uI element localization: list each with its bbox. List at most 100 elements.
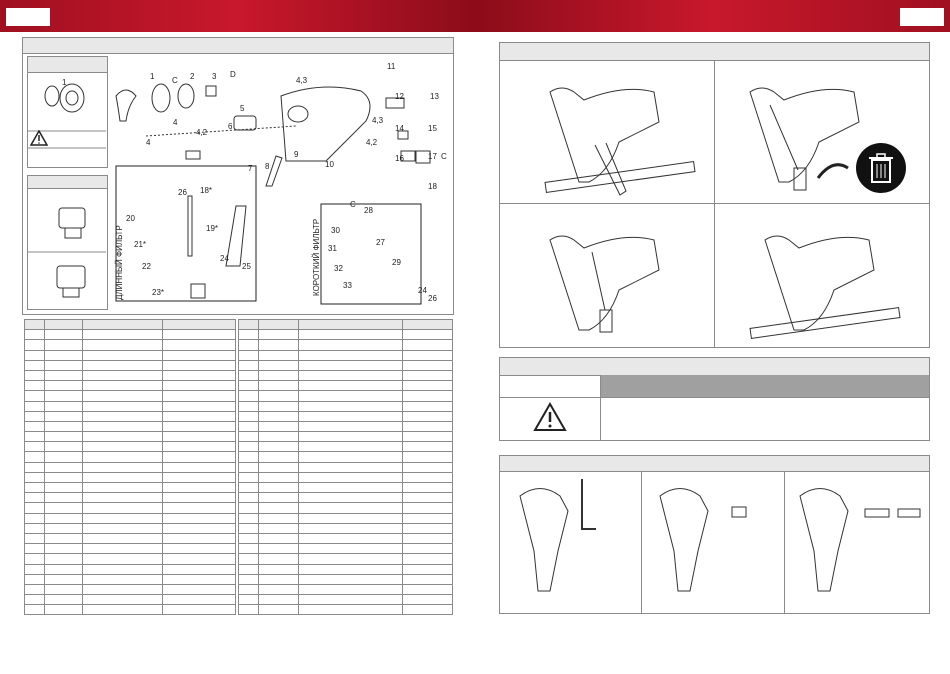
callout: D bbox=[230, 70, 236, 79]
callout: 3 bbox=[212, 72, 217, 81]
procedure-drawings bbox=[544, 87, 901, 339]
callout: 25 bbox=[242, 262, 251, 271]
table-row bbox=[238, 318, 453, 331]
table-row bbox=[238, 431, 453, 443]
table-row bbox=[238, 380, 453, 392]
table-row bbox=[238, 369, 453, 382]
table-row bbox=[238, 461, 453, 473]
disassembly-drawings bbox=[519, 479, 921, 592]
callout: 33 bbox=[343, 281, 352, 290]
callout: 12 bbox=[395, 92, 404, 101]
table-row bbox=[238, 543, 453, 555]
callout: 21* bbox=[134, 240, 147, 249]
callout: 13 bbox=[430, 92, 439, 101]
callout: 4 bbox=[146, 138, 151, 147]
table-row bbox=[24, 349, 236, 361]
table-row bbox=[24, 420, 236, 433]
table-row bbox=[24, 369, 236, 382]
table-row bbox=[24, 451, 236, 463]
long-filter-label: ДЛИННЫЙ ФИЛЬТР bbox=[115, 225, 124, 300]
table-row bbox=[24, 594, 236, 606]
callout: 17 bbox=[428, 152, 437, 161]
banner-tab-left bbox=[6, 8, 50, 26]
warning-icon bbox=[533, 402, 567, 431]
parts-table-left bbox=[24, 318, 236, 616]
cap-detail-drawing bbox=[27, 83, 106, 149]
callout: 26 bbox=[428, 294, 437, 303]
table-row bbox=[24, 471, 236, 484]
table-row bbox=[238, 594, 453, 606]
callout: 24 bbox=[220, 254, 229, 263]
callout: 19* bbox=[206, 224, 219, 233]
table-row bbox=[238, 583, 453, 596]
table-row bbox=[24, 431, 236, 443]
top-banner bbox=[0, 0, 950, 32]
table-row bbox=[24, 380, 236, 392]
callout: 14 bbox=[395, 124, 404, 133]
table-row bbox=[238, 451, 453, 463]
callout: 10 bbox=[325, 160, 334, 169]
table-row bbox=[24, 563, 236, 575]
table-row bbox=[24, 461, 236, 473]
table-row bbox=[24, 492, 236, 504]
callout: 20 bbox=[126, 214, 135, 223]
table-row bbox=[24, 532, 236, 545]
table-row bbox=[24, 400, 236, 412]
table-row bbox=[24, 522, 236, 534]
callout: 4,3 bbox=[296, 76, 308, 85]
table-row bbox=[238, 329, 453, 341]
callout: 18* bbox=[200, 186, 213, 195]
callout: 27 bbox=[376, 238, 385, 247]
table-row bbox=[24, 339, 236, 351]
arrow-icon bbox=[816, 163, 849, 179]
table-row bbox=[238, 553, 453, 565]
callout: 22 bbox=[142, 262, 151, 271]
exploded-diagram bbox=[115, 83, 431, 305]
table-row bbox=[24, 543, 236, 555]
procedure-panel-2 bbox=[499, 455, 930, 614]
table-row bbox=[238, 400, 453, 412]
table-row bbox=[238, 481, 453, 494]
callout: 8 bbox=[265, 162, 270, 171]
trash-icon bbox=[856, 143, 906, 193]
table-row bbox=[238, 471, 453, 484]
callout: C bbox=[441, 152, 447, 161]
callout: 16 bbox=[395, 154, 404, 163]
callout: 7 bbox=[248, 164, 253, 173]
table-row bbox=[238, 420, 453, 433]
callout: 11 bbox=[387, 62, 396, 71]
callout: 24 bbox=[418, 286, 427, 295]
callout: 5 bbox=[240, 104, 245, 113]
table-row bbox=[238, 563, 453, 575]
fitting-drawing bbox=[27, 207, 106, 298]
table-row bbox=[238, 512, 453, 524]
table-row bbox=[238, 532, 453, 545]
table-row bbox=[238, 359, 453, 371]
callout: 1 bbox=[150, 72, 155, 81]
table-row bbox=[238, 604, 453, 616]
table-row bbox=[24, 318, 236, 331]
table-row bbox=[24, 573, 236, 585]
short-filter-label: КОРОТКИЙ ФИЛЬТР bbox=[312, 218, 321, 296]
table-row bbox=[238, 522, 453, 534]
callout: 4,2 bbox=[366, 138, 378, 147]
callout: 4,3 bbox=[372, 116, 384, 125]
callout: 28 bbox=[364, 206, 373, 215]
table-row bbox=[238, 573, 453, 585]
callout: 32 bbox=[334, 264, 343, 273]
callout: 26 bbox=[178, 188, 187, 197]
callout: 30 bbox=[331, 226, 340, 235]
callout: 4 bbox=[173, 118, 178, 127]
table-row bbox=[24, 512, 236, 524]
warning-icon bbox=[30, 130, 48, 146]
table-row bbox=[238, 502, 453, 514]
table-row bbox=[24, 390, 236, 402]
table-row bbox=[238, 349, 453, 361]
callout: 29 bbox=[392, 258, 401, 267]
cap-detail-box bbox=[27, 56, 108, 168]
table-row bbox=[238, 339, 453, 351]
table-row bbox=[24, 583, 236, 596]
table-row bbox=[238, 441, 453, 453]
table-row bbox=[238, 410, 453, 422]
callout: 31 bbox=[328, 244, 337, 253]
